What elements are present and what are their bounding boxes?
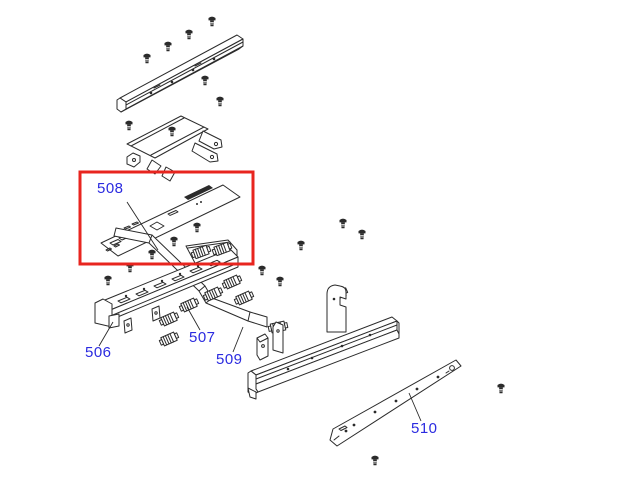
screw-icon [497, 383, 505, 394]
part-label-506[interactable]: 506 [85, 344, 112, 361]
screw-icon [371, 455, 379, 466]
highlight-box [78, 170, 255, 266]
part-label-510[interactable]: 510 [411, 420, 438, 437]
screw-icon [193, 222, 201, 233]
leader-lines [98, 201, 422, 422]
screw-icon [276, 276, 284, 287]
screw-icon [185, 29, 193, 40]
screw-icon [201, 75, 209, 86]
screw-icon [358, 229, 366, 240]
connector-icon [232, 289, 256, 307]
screw-icon [339, 218, 347, 229]
connector-icon [220, 273, 244, 291]
part-label-507[interactable]: 507 [189, 329, 216, 346]
screw-icon [297, 240, 305, 251]
screw-icon [164, 41, 172, 52]
top-rail-part [116, 34, 244, 113]
screw-icon [258, 265, 266, 276]
connector-icon [157, 330, 181, 348]
screw-icon [208, 16, 216, 27]
part-label-508[interactable]: 508 [97, 180, 124, 197]
screw-icon [143, 53, 151, 64]
screw-icon [125, 120, 133, 131]
screw-icon [148, 249, 156, 260]
screw-icon [170, 236, 178, 247]
support-bracket-part [247, 284, 400, 400]
screw-icon [104, 275, 112, 286]
part-label-509[interactable]: 509 [216, 351, 243, 368]
connector-icon [157, 310, 181, 328]
strip-part [329, 359, 462, 447]
screw-icon [216, 96, 224, 107]
